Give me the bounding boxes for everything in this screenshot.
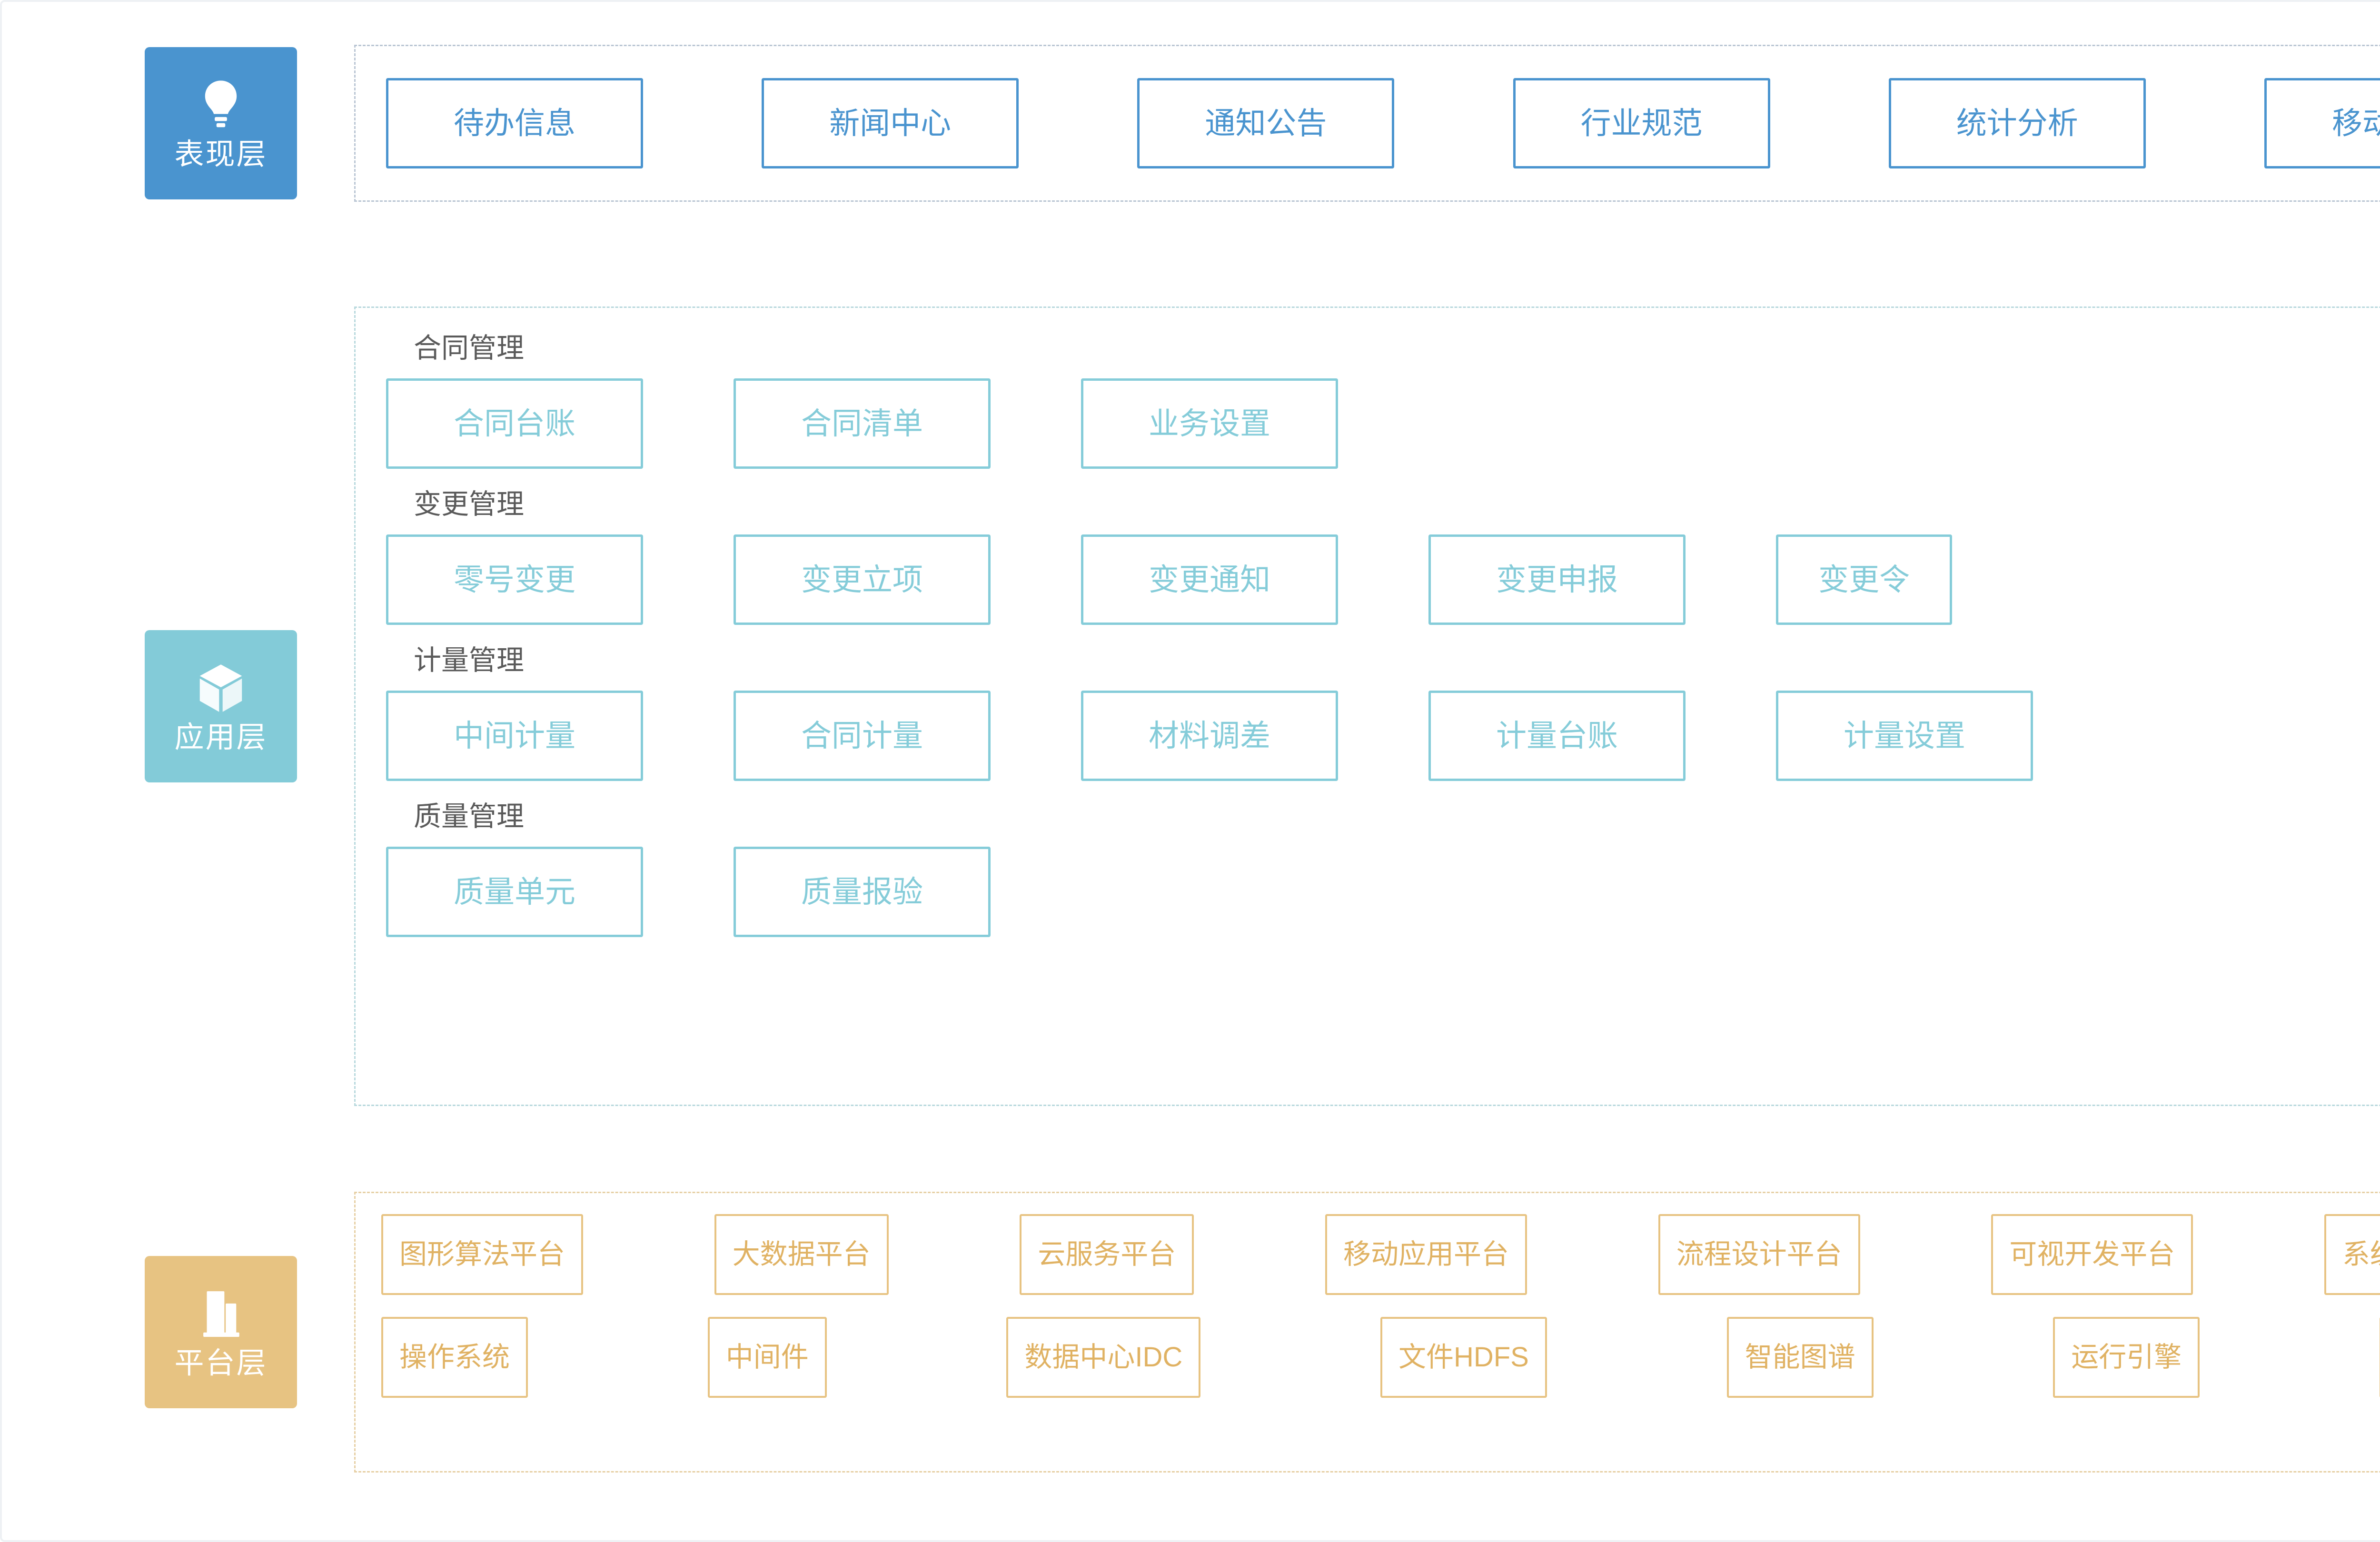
platform-item-0-1[interactable]: 大数据平台: [714, 1214, 889, 1295]
platform-item-0-5[interactable]: 可视开发平台: [1991, 1214, 2193, 1295]
platform-item-0-2[interactable]: 云服务平台: [1020, 1214, 1194, 1295]
application-layer-badge: 应用层: [145, 630, 297, 782]
platform-item-1-2[interactable]: 数据中心IDC: [1006, 1317, 1201, 1398]
application-group-row-3: 质量单元 质量报验: [386, 847, 2380, 937]
application-item-1-3[interactable]: 变更申报: [1428, 534, 1686, 625]
application-item-1-1[interactable]: 变更立项: [734, 534, 991, 625]
presentation-layer-label: 表现层: [174, 138, 268, 171]
presentation-layer-row: 表现层 待办信息 新闻中心 通知公告 行业规范 统计分析 移动应用: [145, 45, 2380, 202]
presentation-layer-badge: 表现层: [145, 47, 297, 199]
application-item-2-0[interactable]: 中间计量: [386, 691, 643, 781]
application-group-title-2: 计量管理: [414, 645, 525, 676]
application-group-title-1: 变更管理: [414, 489, 525, 520]
application-layer-label: 应用层: [174, 721, 268, 754]
lightbulb-flag-icon: [205, 80, 237, 128]
platform-layer-row: 平台层 图形算法平台 大数据平台 云服务平台 移动应用平台 流程设计平台 可视开…: [145, 1192, 2380, 1473]
presentation-item-4[interactable]: 统计分析: [1888, 78, 2146, 168]
platform-item-0-4[interactable]: 流程设计平台: [1658, 1214, 1860, 1295]
application-item-0-1[interactable]: 合同清单: [734, 378, 991, 469]
platform-item-0-6[interactable]: 系统集成平台: [2324, 1214, 2380, 1295]
platform-item-1-3[interactable]: 文件HDFS: [1380, 1317, 1547, 1398]
presentation-item-5[interactable]: 移动应用: [2264, 78, 2380, 168]
application-item-2-4[interactable]: 计量设置: [1776, 691, 2033, 781]
platform-item-1-1[interactable]: 中间件: [707, 1317, 827, 1398]
application-group-row-2: 中间计量 合同计量 材料调差 计量台账 计量设置: [386, 691, 2380, 781]
application-item-3-1[interactable]: 质量报验: [734, 847, 991, 937]
application-group-row-0: 合同台账 合同清单 业务设置: [386, 378, 2380, 469]
platform-row-1: 操作系统 中间件 数据中心IDC 文件HDFS 智能图谱 运行引擎 信息安全: [381, 1317, 2380, 1398]
application-item-2-1[interactable]: 合同计量: [734, 691, 991, 781]
presentation-items-zone: 待办信息 新闻中心 通知公告 行业规范 统计分析 移动应用: [354, 45, 2380, 202]
platform-item-1-0[interactable]: 操作系统: [381, 1317, 528, 1398]
application-group-title-3: 质量管理: [414, 801, 525, 832]
platform-item-0-0[interactable]: 图形算法平台: [381, 1214, 584, 1295]
application-item-1-0[interactable]: 零号变更: [386, 534, 643, 625]
application-item-1-4[interactable]: 变更令: [1776, 534, 1952, 625]
presentation-item-2[interactable]: 通知公告: [1137, 78, 1395, 168]
presentation-item-1[interactable]: 新闻中心: [762, 78, 1019, 168]
building-icon: [203, 1291, 239, 1337]
platform-layer-badge: 平台层: [145, 1256, 297, 1408]
platform-layer-label: 平台层: [174, 1347, 268, 1380]
application-group-title-0: 合同管理: [414, 333, 525, 364]
cube-icon: [199, 664, 242, 712]
presentation-item-3[interactable]: 行业规范: [1513, 78, 1770, 168]
presentation-item-track: 待办信息 新闻中心 通知公告 行业规范 统计分析 移动应用: [386, 78, 2380, 168]
presentation-item-0[interactable]: 待办信息: [386, 78, 643, 168]
platform-items-zone: 图形算法平台 大数据平台 云服务平台 移动应用平台 流程设计平台 可视开发平台 …: [354, 1192, 2380, 1473]
application-layer-row: 应用层 合同管理 合同台账 合同清单 业务设置 变更管理 零号变更 变更立项 变…: [145, 306, 2380, 1106]
platform-item-1-5[interactable]: 运行引擎: [2053, 1317, 2200, 1398]
application-item-0-2[interactable]: 业务设置: [1081, 378, 1338, 469]
application-item-2-3[interactable]: 计量台账: [1428, 691, 1686, 781]
application-item-0-0[interactable]: 合同台账: [386, 378, 643, 469]
application-item-3-0[interactable]: 质量单元: [386, 847, 643, 937]
application-group-row-1: 零号变更 变更立项 变更通知 变更申报 变更令: [386, 534, 2380, 625]
platform-item-1-4[interactable]: 智能图谱: [1726, 1317, 1874, 1398]
application-item-1-2[interactable]: 变更通知: [1081, 534, 1338, 625]
application-items-zone: 合同管理 合同台账 合同清单 业务设置 变更管理 零号变更 变更立项 变更通知 …: [354, 306, 2380, 1106]
application-item-2-2[interactable]: 材料调差: [1081, 691, 1338, 781]
platform-item-0-3[interactable]: 移动应用平台: [1325, 1214, 1527, 1295]
platform-row-0: 图形算法平台 大数据平台 云服务平台 移动应用平台 流程设计平台 可视开发平台 …: [381, 1214, 2380, 1295]
